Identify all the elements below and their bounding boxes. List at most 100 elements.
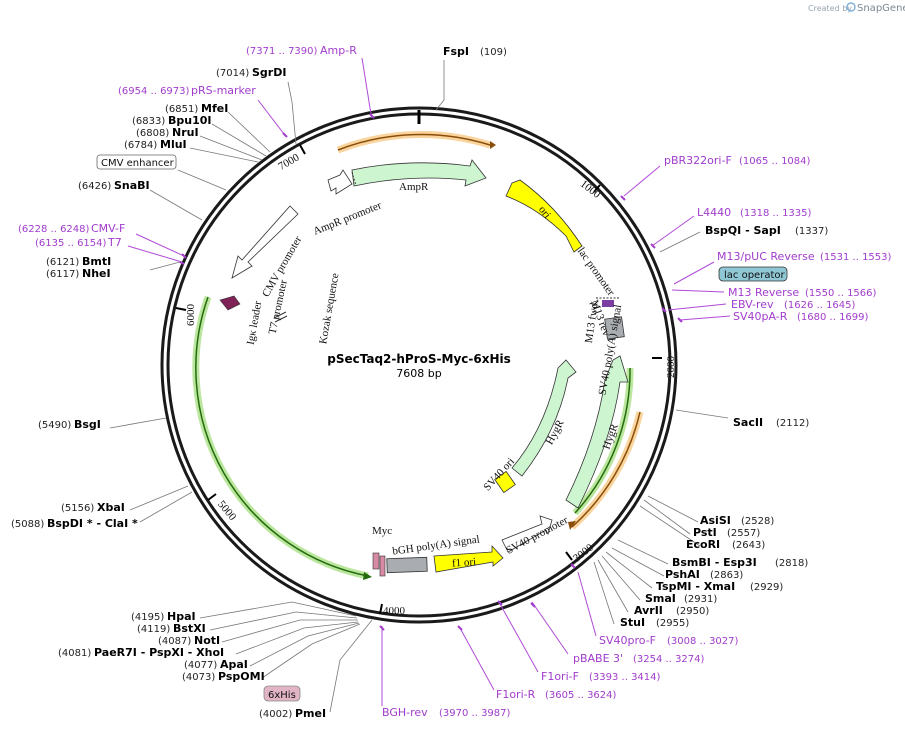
primer-m13-rev-pos: (1550 .. 1566) (805, 288, 877, 299)
cmv-strand (195, 296, 369, 577)
site-mlui: MluI (160, 138, 187, 151)
tick-6000: 6000 (185, 304, 197, 327)
f1-strand (571, 411, 641, 528)
site-bmti: BmtI (82, 255, 111, 268)
site-nrui-pos: (6808) (136, 128, 169, 139)
primer-pbr322: pBR322ori-F (664, 154, 732, 167)
his6-box: 6xHis (263, 685, 301, 702)
myc-tag[interactable] (372, 552, 380, 570)
site-ecori: EcoRI (686, 538, 720, 551)
site-pspomi: PspOMI (218, 670, 265, 683)
hygr-outer-arrow[interactable] (565, 355, 629, 509)
label-kozak: Kozak sequence (317, 272, 341, 345)
site-pspomi-pos: (4073) (182, 672, 215, 683)
primer-m13-puc: M13/pUC Reverse (717, 250, 815, 263)
sv40-ori-feature[interactable] (494, 470, 516, 494)
hygr-inner-arrow[interactable] (511, 359, 577, 477)
cmv-band (192, 295, 369, 580)
snapgene-logo-icon (846, 2, 856, 12)
site-xmai: TspMI - XmaI (656, 580, 735, 593)
cmv-enhancer-box: CMV enhancer (96, 154, 177, 170)
primer-cmv-f-pos: (6228 .. 6248) (18, 224, 90, 235)
site-noti-pos: (4087) (158, 636, 191, 647)
cmv-promoter-arrow[interactable] (231, 205, 299, 279)
site-avrii: AvrII (634, 604, 663, 617)
site-sgrdi: SgrDI (252, 66, 286, 79)
igk-leader-feature[interactable] (219, 295, 241, 311)
site-stui-pos: (2955) (656, 618, 689, 629)
site-avrii-pos: (2950) (676, 606, 709, 617)
site-bmti-pos: (6121) (46, 257, 79, 268)
label-igk-leader: Igκ leader (245, 300, 265, 346)
site-leaders (109, 60, 729, 713)
primer-pbabe-pos: (3254 .. 3274) (633, 654, 705, 665)
his-tag[interactable] (379, 555, 386, 577)
kozak-mark-a (273, 311, 287, 319)
tick-5000: 5000 (215, 498, 239, 523)
site-apai-pos: (4077) (184, 660, 217, 671)
primer-ebv-rev: EBV-rev (731, 298, 774, 311)
site-pshai-pos: (2863) (710, 570, 743, 581)
site-sacii-pos: (2112) (776, 418, 809, 429)
sv40-terminator[interactable] (604, 316, 625, 340)
sv40-promoter-arrow[interactable] (501, 515, 553, 553)
site-nrui: NruI (172, 126, 199, 139)
f1-arrowhead (568, 521, 576, 530)
label-ampr: AmpR (399, 181, 429, 193)
label-ori: ori (536, 204, 553, 221)
site-snabi: SnaBI (114, 179, 150, 192)
primer-prs-marker: pRS-marker (191, 84, 256, 97)
site-bpu10i: Bpu10I (168, 114, 212, 127)
site-nhei-pos: (6117) (46, 269, 79, 280)
primer-cmv-f: CMV-F (91, 222, 125, 235)
site-bstxi-pos: (4119) (137, 624, 170, 635)
primer-prs-pos: (6954 .. 6973) (118, 86, 190, 97)
primer-l4440-pos: (1318 .. 1335) (740, 208, 812, 219)
site-xmai-pos: (2929) (750, 582, 783, 593)
amp-r-strand (337, 133, 491, 151)
primer-ebv-rev-pos: (1626 .. 1645) (784, 300, 856, 311)
site-noti: NotI (194, 634, 220, 647)
label-myc: Myc (372, 525, 392, 537)
site-ecori-pos: (2643) (732, 540, 765, 551)
bgh-terminator[interactable] (386, 556, 428, 574)
label-lac-promoter: lac promoter (575, 245, 617, 298)
ampr-gene-arrow[interactable] (351, 159, 487, 187)
site-hpai-pos: (4195) (131, 612, 164, 623)
primer-t7: T7 (107, 236, 122, 249)
primer-sv40pro: SV40pro-F (599, 634, 656, 647)
primer-amp-r: Amp-R (320, 44, 357, 57)
backbone-outer-strand (160, 106, 678, 624)
primer-t7-pos: (6135 .. 6154) (35, 238, 107, 249)
site-bpu10i-pos: (6833) (132, 116, 165, 127)
tick-2000: 2000 (665, 356, 677, 379)
kozak-mark-b (274, 315, 288, 323)
primer-bgh-rev: BGH-rev (382, 706, 428, 719)
lac-operator-label: lac operator (724, 270, 785, 281)
site-bsgi-pos: (5490) (38, 420, 71, 431)
snapgene-credit: Created by SnapGene (808, 2, 905, 14)
site-bsgi: BsgI (74, 418, 101, 431)
plasmid-length: 7608 bp (396, 367, 441, 380)
ampr-promoter-arrow[interactable] (327, 169, 353, 195)
tick-4000: 4000 (383, 605, 406, 617)
ori-feature[interactable] (505, 179, 583, 253)
primer-pbr322-pos: (1065 .. 1084) (739, 156, 811, 167)
site-snabi-pos: (6426) (78, 181, 111, 192)
primer-sv40pa-pos: (1680 .. 1699) (797, 312, 869, 323)
site-psti-pos: (2557) (727, 528, 760, 539)
primer-f1ori-f-pos: (3393 .. 3414) (589, 672, 661, 683)
credit-label: Created by (808, 4, 852, 13)
label-sv40-ori: SV40 ori (481, 456, 517, 494)
site-stui: StuI (620, 616, 645, 629)
f1-ori-arrow[interactable] (433, 544, 504, 573)
hygr-strand (574, 367, 631, 514)
primer-f1ori-r-pos: (3605 .. 3624) (545, 690, 617, 701)
site-nhei: NheI (82, 267, 111, 280)
site-sacii: SacII (733, 416, 763, 429)
label-ampr-promoter: AmpR promoter (312, 199, 384, 237)
label-m13-fwd: M13 fwd (583, 302, 601, 344)
site-clai-pos: (5088) (11, 519, 44, 530)
primer-m13-rev: M13 Reverse (728, 286, 799, 299)
site-pmei: PmeI (295, 707, 326, 720)
